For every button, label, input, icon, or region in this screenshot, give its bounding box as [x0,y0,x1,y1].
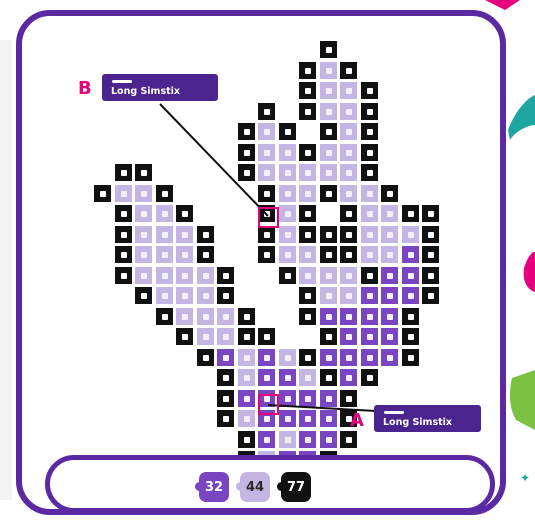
pink-corner-decoration [485,0,520,10]
light-purple-count: 44 [246,480,264,495]
pattern-card: B Long Simstix A Long Simstix [16,10,506,515]
callout-b-label-box: Long Simstix [102,74,218,101]
black-count: 77 [287,480,305,495]
callout-b-line [160,104,268,216]
pink-blob-decoration [524,252,535,292]
left-edge-decoration [0,40,12,500]
callout-a-label-box: Long Simstix [374,405,481,432]
black-piece-count: 77 [281,472,311,502]
peg-count-bar: 32 44 77 [45,455,495,513]
callout-a-letter: A [350,410,364,431]
dark-purple-count: 32 [205,480,223,495]
callout-lines [22,16,502,511]
callout-b-label: Long Simstix [111,86,180,97]
callout-a-label: Long Simstix [383,417,452,428]
light-purple-piece-count: 44 [240,472,270,502]
green-piece-decoration [510,370,535,430]
highlight-b [258,207,279,228]
sparkle-icon: ✦ [520,471,530,485]
dark-purple-piece-count: 32 [199,472,229,502]
callout-a-bar [384,411,404,414]
callout-b-bar [112,80,132,83]
callout-b-letter: B [78,78,92,99]
teal-swirl-decoration [508,95,535,140]
highlight-a [258,394,279,415]
